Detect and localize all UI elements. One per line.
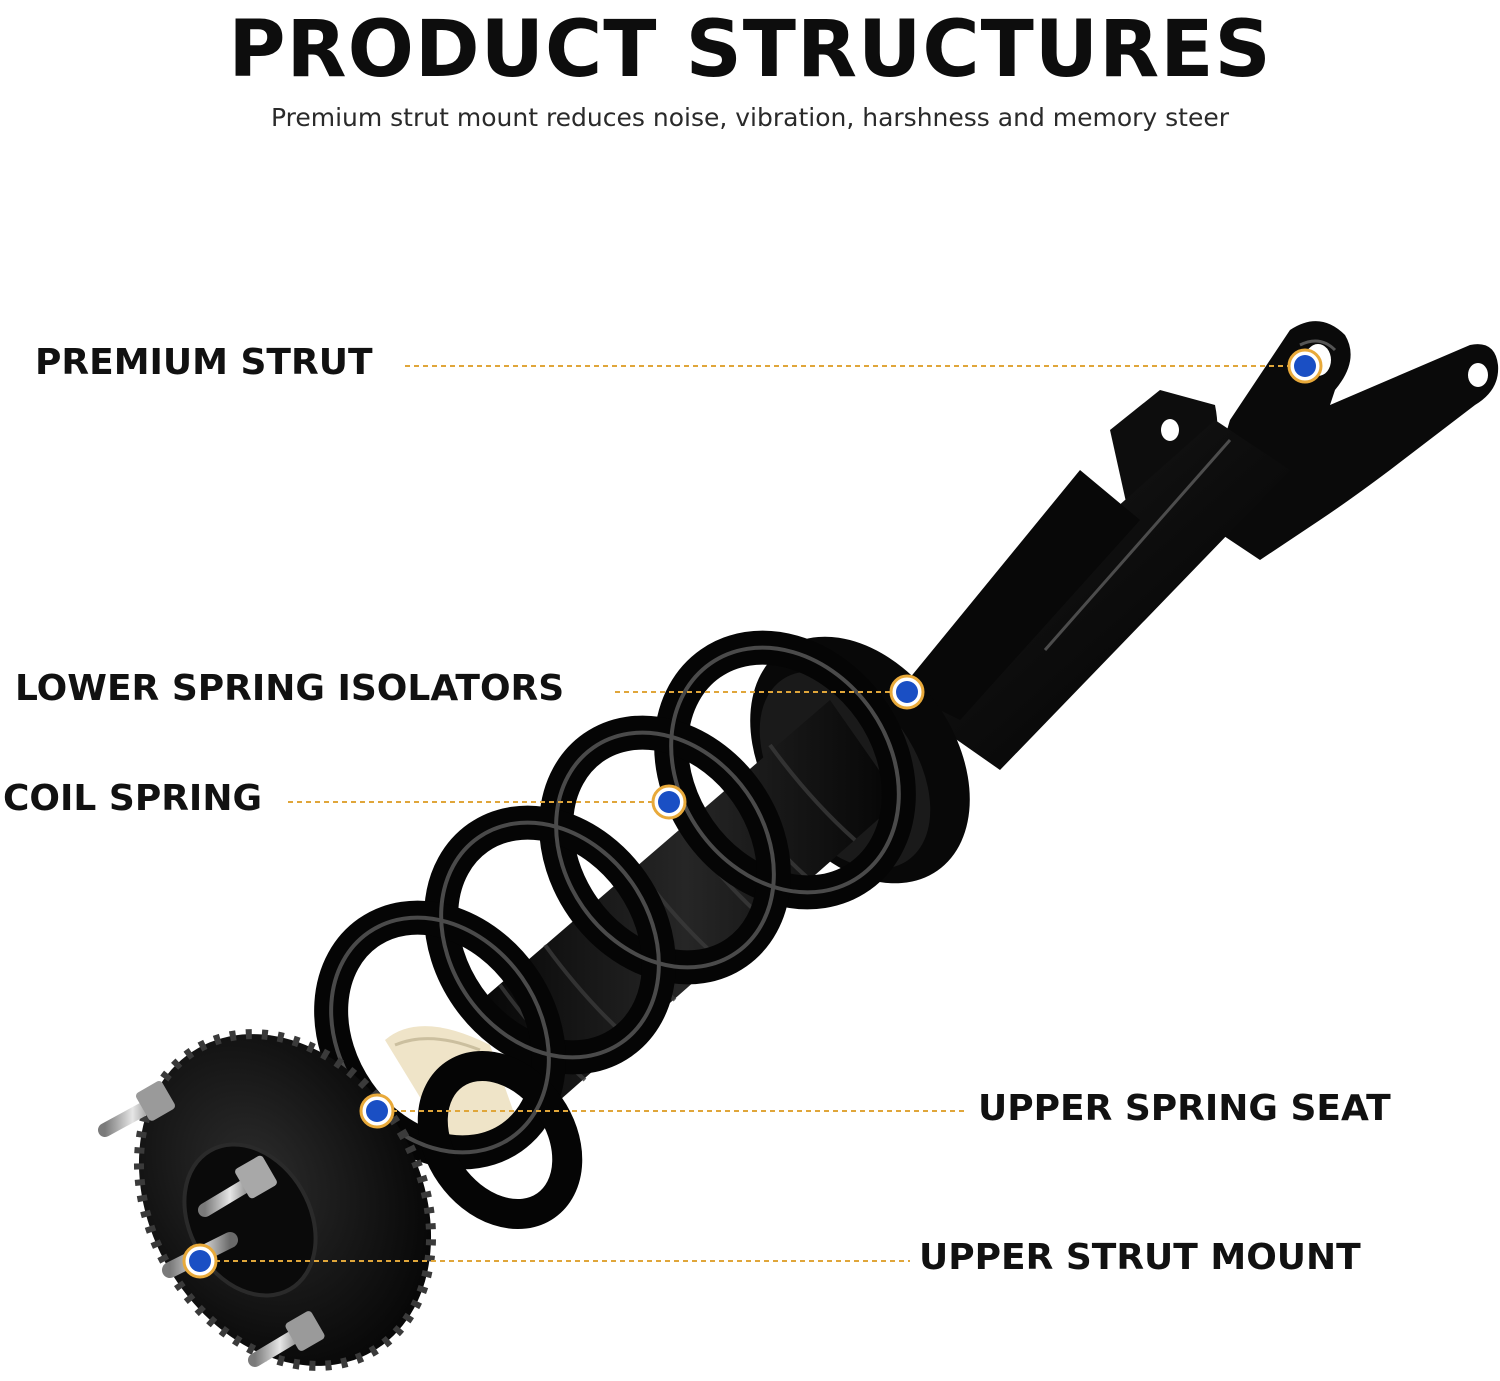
callout-lower-spring-isolators: LOWER SPRING ISOLATORS bbox=[15, 668, 565, 709]
marker-premium-strut-icon bbox=[1287, 348, 1323, 384]
marker-upper-spring-seat-icon bbox=[359, 1093, 395, 1129]
callout-upper-strut-mount: UPPER STRUT MOUNT bbox=[919, 1237, 1361, 1278]
strut-tube-icon bbox=[900, 420, 1290, 770]
mount-studs-icon bbox=[98, 1080, 325, 1367]
callout-upper-spring-seat: UPPER SPRING SEAT bbox=[978, 1088, 1391, 1129]
page-title: PRODUCT STRUCTURES bbox=[228, 5, 1272, 95]
callout-premium-strut: PREMIUM STRUT bbox=[35, 342, 373, 383]
marker-coil-spring-icon bbox=[651, 784, 687, 820]
page-subtitle: Premium strut mount reduces noise, vibra… bbox=[270, 103, 1230, 132]
callout-markers bbox=[182, 348, 1323, 1279]
callout-coil-spring: COIL SPRING bbox=[3, 778, 262, 819]
callout-leader-lines bbox=[215, 365, 1290, 1262]
upper-mount-icon bbox=[133, 1029, 437, 1371]
coil-spring-icon bbox=[314, 630, 916, 1230]
marker-lower-spring-isolators-icon bbox=[889, 674, 925, 710]
marker-upper-strut-mount-icon bbox=[182, 1243, 218, 1279]
